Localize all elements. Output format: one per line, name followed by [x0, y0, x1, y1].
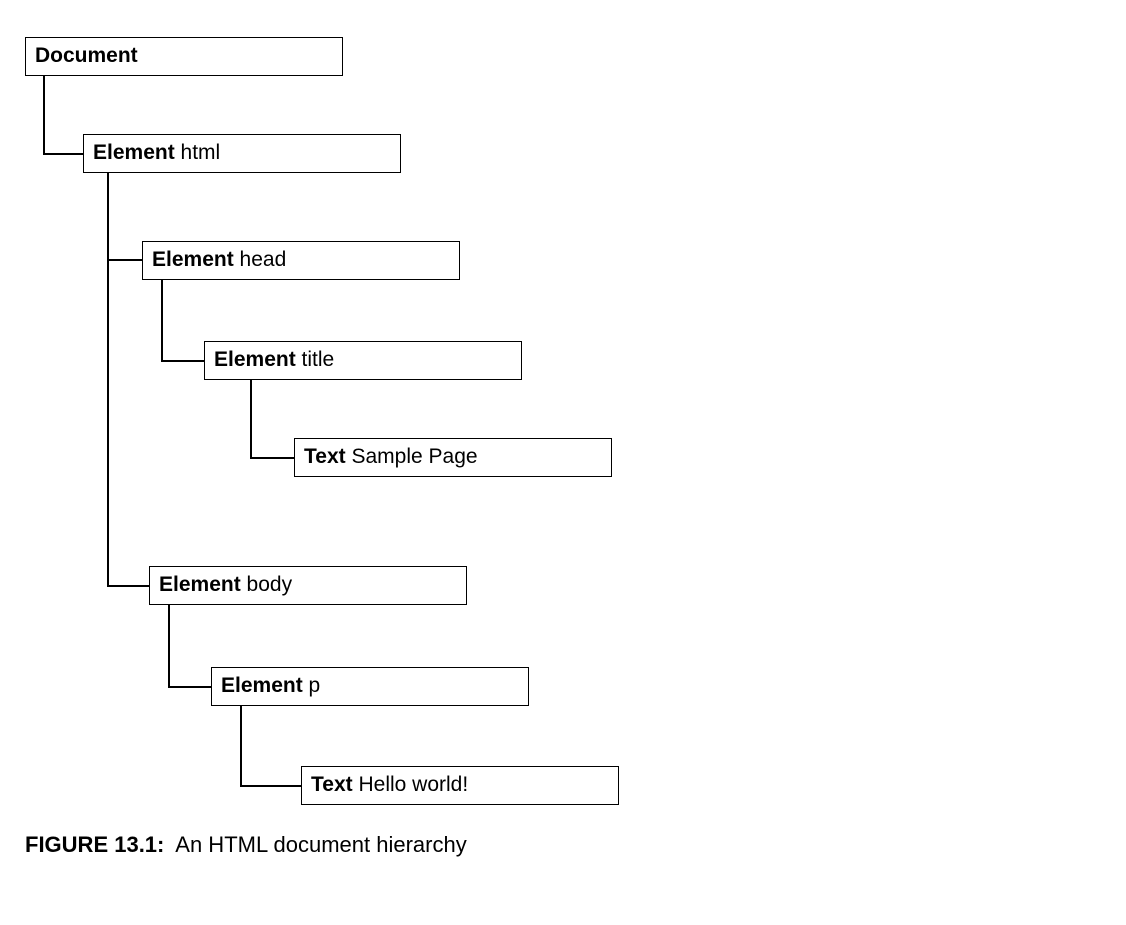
node-kind: Element — [214, 348, 296, 371]
node-value: title — [301, 348, 335, 371]
node-value: body — [246, 573, 293, 596]
node-element-html: Element html — [83, 134, 401, 173]
node-element-body: Element body — [149, 566, 467, 605]
node-text-hello-world: Text Hello world! — [301, 766, 619, 805]
edge-p-text2 — [240, 706, 301, 787]
node-kind: Element — [221, 674, 303, 697]
node-value: Sample Page — [351, 445, 478, 468]
edge-head-title — [161, 280, 204, 362]
node-element-head: Element head — [142, 241, 460, 280]
figure-caption-text: An HTML document hierarchy — [175, 832, 467, 857]
figure-caption: FIGURE 13.1: An HTML document hierarchy — [25, 832, 467, 858]
node-value: Hello world! — [358, 773, 469, 796]
edge-html-body — [107, 173, 149, 587]
node-kind: Document — [35, 44, 138, 67]
node-value: head — [239, 248, 287, 271]
node-element-p: Element p — [211, 667, 529, 706]
node-value: p — [308, 674, 321, 697]
figure-caption-label: FIGURE 13.1: — [25, 832, 165, 857]
node-value: html — [180, 141, 221, 164]
node-kind: Text — [311, 773, 353, 796]
node-kind: Element — [159, 573, 241, 596]
node-document: Document — [25, 37, 343, 76]
edge-document-html — [43, 76, 83, 155]
node-kind: Element — [93, 141, 175, 164]
edge-body-p — [168, 605, 211, 688]
node-kind: Element — [152, 248, 234, 271]
edge-html-head — [107, 173, 142, 261]
node-kind: Text — [304, 445, 346, 468]
node-element-title: Element title — [204, 341, 522, 380]
edge-title-text1 — [250, 380, 294, 459]
node-text-sample-page: Text Sample Page — [294, 438, 612, 477]
